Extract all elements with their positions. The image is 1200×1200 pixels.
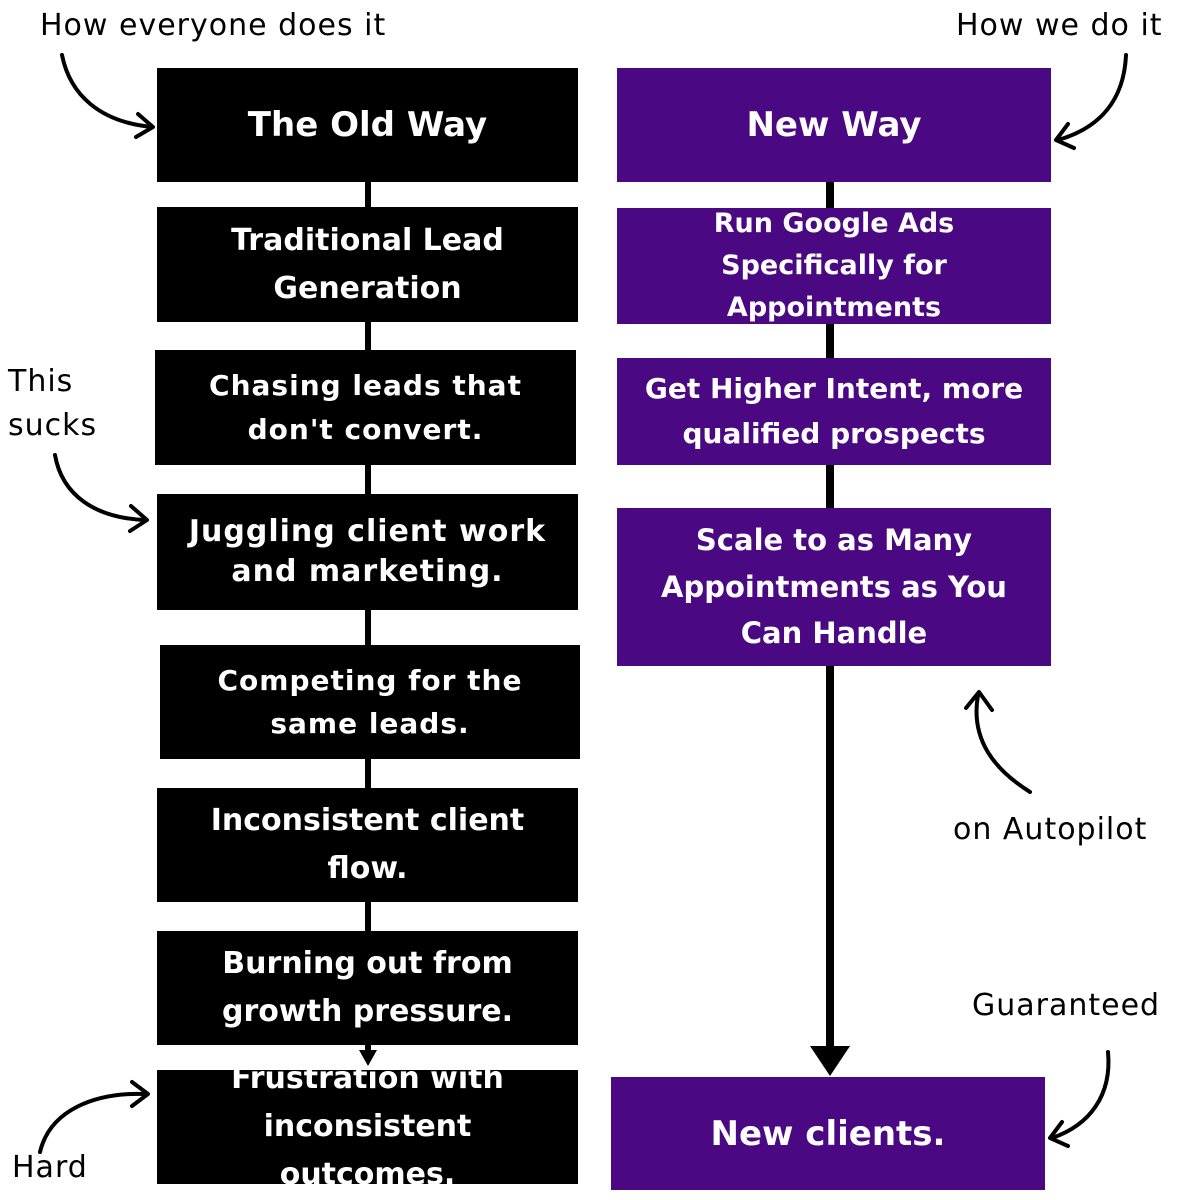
- old-way-step-box: Chasing leads that don't convert.: [155, 350, 576, 465]
- curved-arrow-icon: [1050, 1050, 1111, 1140]
- old-way-step-text: Traditional Lead Generation: [231, 222, 504, 306]
- new-way-annotation: How we do it: [956, 8, 1163, 43]
- old-way-step-box: Traditional Lead Generation: [157, 207, 578, 322]
- hard-annotation: Hard: [12, 1150, 88, 1185]
- arrowhead-icon: [1048, 1120, 1070, 1148]
- old-way-step-box: Frustration with inconsistent outcomes.: [157, 1061, 578, 1192]
- curved-arrow-icon: [38, 1091, 148, 1154]
- arrowhead-icon: [134, 112, 155, 139]
- new-way-step-text: Run Google Ads Specifically for Appointm…: [713, 208, 955, 323]
- old-way-step-text: Chasing leads that don't convert.: [209, 369, 522, 446]
- new-way-step-box: Run Google Ads Specifically for Appointm…: [617, 208, 1051, 324]
- new-way-title: New Way: [746, 105, 922, 145]
- curved-arrow-icon: [60, 53, 154, 129]
- old-way-step-text: Juggling client work and marketing.: [188, 513, 547, 590]
- arrowhead-icon: [1054, 122, 1076, 150]
- new-way-result-box: New clients.: [611, 1077, 1045, 1190]
- new-way-step-text: Scale to as Many Appointments as You Can…: [661, 523, 1007, 651]
- arrowhead-icon: [964, 690, 994, 712]
- old-way-step-box: Burning out from growth pressure.: [157, 931, 578, 1045]
- old-way-arrowhead-icon: [359, 1050, 377, 1066]
- old-way-annotation: How everyone does it: [40, 8, 387, 43]
- old-way-step-text: Inconsistent client flow.: [210, 803, 525, 886]
- curved-arrow-icon: [1056, 53, 1128, 142]
- curved-arrow-icon: [53, 453, 147, 522]
- old-way-step-text: Burning out from growth pressure.: [222, 946, 513, 1029]
- old-way-connector-line: [365, 180, 371, 1060]
- old-way-step-box: Juggling client work and marketing.: [157, 494, 578, 610]
- new-way-title-box: New Way: [617, 68, 1051, 182]
- old-way-step-text: Competing for the same leads.: [217, 663, 523, 740]
- new-way-step-text: Get Higher Intent, more qualified prospe…: [644, 371, 1024, 450]
- curved-arrow-icon: [974, 693, 1032, 794]
- new-way-result-text: New clients.: [710, 1113, 946, 1154]
- old-way-title: The Old Way: [247, 105, 488, 145]
- old-way-step-text: Frustration with inconsistent outcomes.: [231, 1061, 504, 1192]
- new-way-step-box: Get Higher Intent, more qualified prospe…: [617, 358, 1051, 465]
- new-way-step-box: Scale to as Many Appointments as You Can…: [617, 508, 1051, 666]
- arrowhead-icon: [128, 504, 149, 533]
- new-way-arrowhead-icon: [810, 1046, 850, 1076]
- old-way-step-box: Inconsistent client flow.: [157, 788, 578, 902]
- this-sucks-annotation: This sucks: [8, 364, 98, 443]
- old-way-step-box: Competing for the same leads.: [160, 645, 580, 759]
- guaranteed-annotation: Guaranteed: [972, 988, 1161, 1023]
- old-way-title-box: The Old Way: [157, 68, 578, 182]
- arrowhead-icon: [130, 1080, 150, 1108]
- autopilot-annotation: on Autopilot: [953, 812, 1148, 847]
